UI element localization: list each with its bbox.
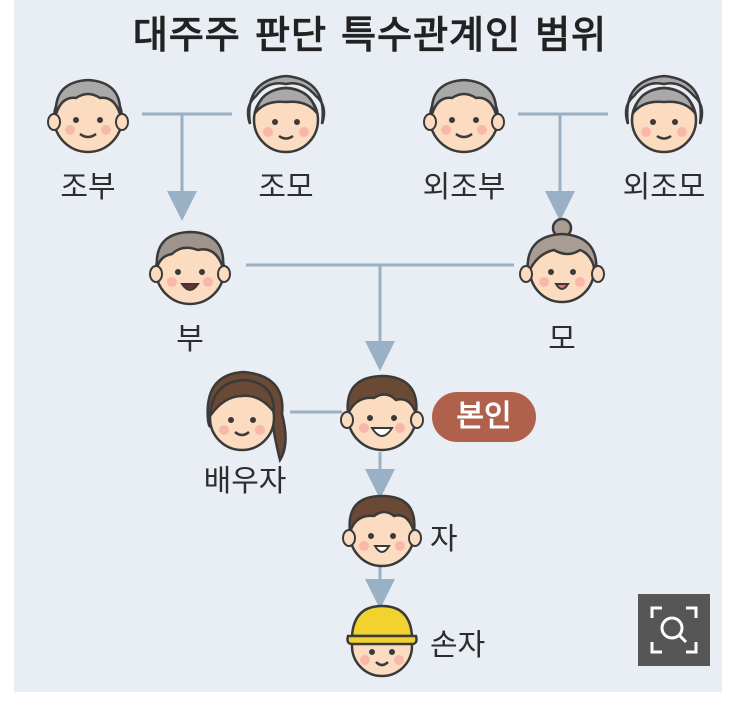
child-label: 자 [430,522,458,557]
self-badge: 본인 [432,392,536,442]
grandmother-label: 조모 [258,170,314,205]
grandfather-face-icon [47,78,129,154]
grandfather-label: 조부 [60,170,116,205]
self-face-icon [340,374,424,452]
child-face-icon [342,494,422,568]
maternal-grandmother-face-icon [624,74,704,154]
zoom-button[interactable] [638,594,710,666]
maternal-grandmother-label: 외조모 [622,170,706,205]
spouse-face-icon [206,370,287,464]
diagram-title: 대주주 판단 특수관계인 범위 [132,13,608,57]
father-face-icon [149,230,231,306]
maternal-grandfather-label: 외조부 [422,170,506,205]
mother-face-icon [519,217,605,304]
zoom-icon [650,606,698,654]
grandmother-face-icon [246,74,326,154]
maternal-grandfather-face-icon [423,78,505,154]
grandchild-label: 손자 [430,628,486,663]
grandchild-face-icon [346,604,418,678]
father-label: 부 [176,322,204,357]
mother-label: 모 [548,322,576,357]
spouse-label: 배우자 [203,464,287,499]
